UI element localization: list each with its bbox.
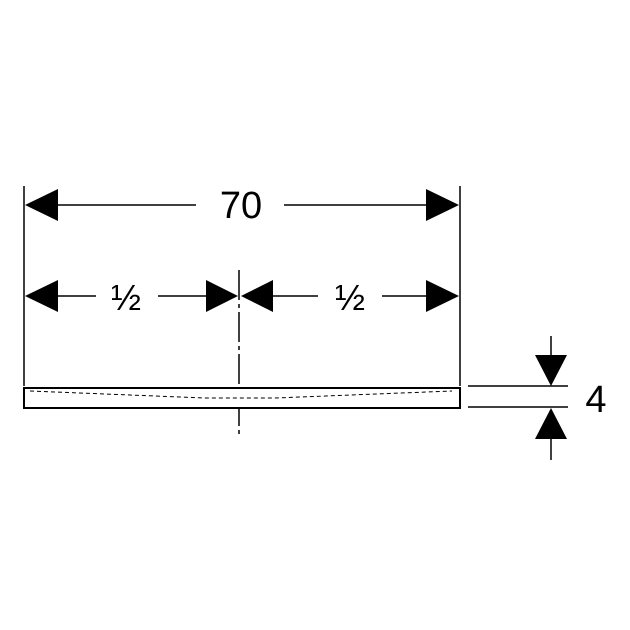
arrowhead-left xyxy=(25,280,58,312)
arrowhead-right xyxy=(426,280,459,312)
drain-slope-line xyxy=(29,390,453,399)
overall-width-dimension: 70 xyxy=(25,185,459,227)
right-half-dimension: ½ xyxy=(241,277,459,318)
thickness-dimension: 4 xyxy=(468,336,607,460)
right-half-label: ½ xyxy=(335,277,365,318)
left-half-label: ½ xyxy=(111,277,141,318)
thickness-label: 4 xyxy=(585,379,606,421)
arrowhead-up xyxy=(535,408,567,439)
overall-width-label: 70 xyxy=(220,185,262,227)
arrowhead-right xyxy=(206,280,238,312)
arrowhead-left xyxy=(241,280,273,312)
left-half-dimension: ½ xyxy=(25,277,238,318)
arrowhead-right xyxy=(426,189,459,221)
arrowhead-down xyxy=(535,355,567,386)
arrowhead-left xyxy=(25,189,58,221)
plate-profile xyxy=(23,387,461,409)
